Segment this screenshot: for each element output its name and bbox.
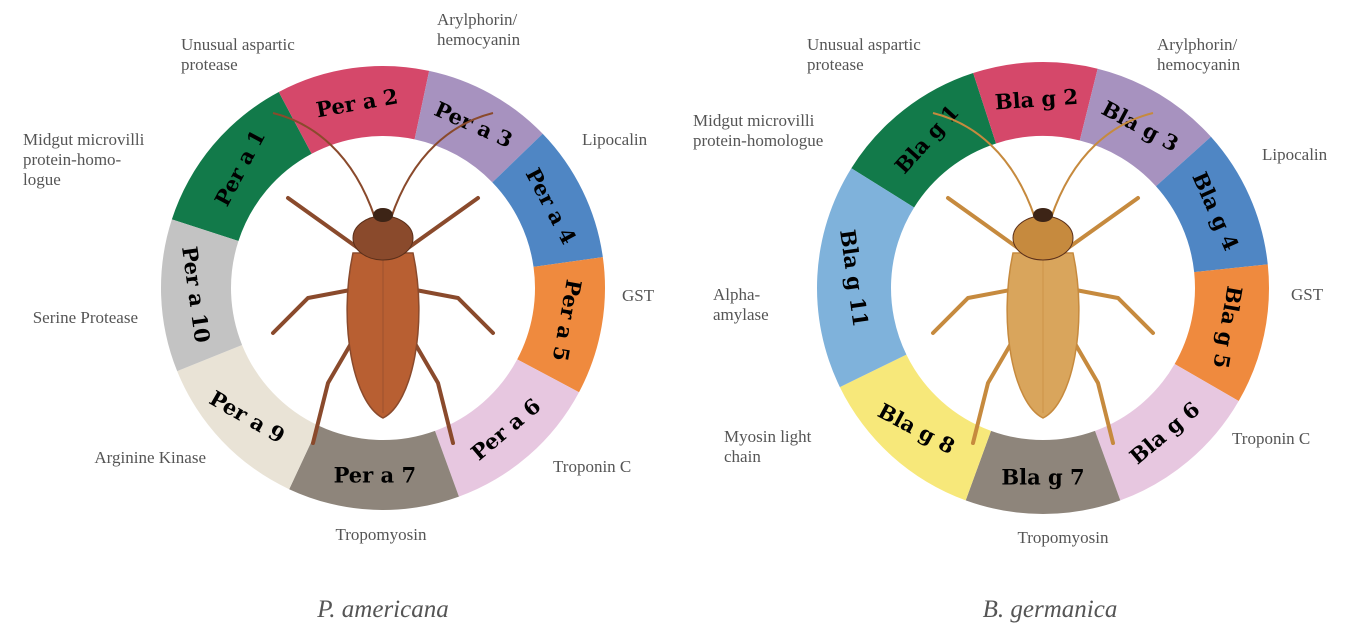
americana-protein-description: GST xyxy=(622,286,655,305)
germanica-protein-description-line: Midgut microvilli xyxy=(693,111,815,130)
germanica-protein-description-line: protease xyxy=(807,55,864,74)
americana-protein-description-line: Lipocalin xyxy=(582,130,648,149)
germanica-leg xyxy=(948,198,1025,253)
americana-protein-description-line: Midgut microvilli xyxy=(23,130,145,149)
americana-protein-description-line: hemocyanin xyxy=(437,30,521,49)
germanica-protein-description: Tropomyosin xyxy=(1017,528,1109,547)
germanica-protein-description-line: Troponin C xyxy=(1232,429,1310,448)
germanica-protein-description-line: Arylphorin/ xyxy=(1157,35,1238,54)
germanica-protein-description-line: Lipocalin xyxy=(1262,145,1328,164)
germanica-protein-description: Troponin C xyxy=(1232,429,1310,448)
americana-protein-description-line: Arylphorin/ xyxy=(437,10,518,29)
americana-leg xyxy=(288,198,365,253)
americana-segment-label: Per a 7 xyxy=(334,462,417,487)
germanica-protein-description: GST xyxy=(1291,285,1324,304)
germanica-protein-description-line: GST xyxy=(1291,285,1324,304)
americana-head xyxy=(373,208,393,222)
germanica-pronotum xyxy=(1013,216,1073,260)
americana-protein-description: Serine Protease xyxy=(33,308,138,327)
americana-protein-description: Lipocalin xyxy=(582,130,648,149)
americana-protein-description: Arginine Kinase xyxy=(94,448,206,467)
americana-protein-description-line: Troponin C xyxy=(553,457,631,476)
germanica-protein-description-line: Unusual aspartic xyxy=(807,35,921,54)
germanica-protein-description-line: Myosin light xyxy=(724,427,812,446)
germanica-protein-description: Arylphorin/hemocyanin xyxy=(1157,35,1241,74)
americana-protein-description-line: protease xyxy=(181,55,238,74)
germanica-segment-label: Bla g 7 xyxy=(1001,465,1084,490)
germanica-protein-description-line: protein-homologue xyxy=(693,131,823,150)
germanica-protein-description-line: hemocyanin xyxy=(1157,55,1241,74)
americana-protein-description-line: logue xyxy=(23,170,61,189)
americana-protein-description-line: Unusual aspartic xyxy=(181,35,295,54)
americana-protein-description-line: Tropomyosin xyxy=(335,525,427,544)
americana-protein-description-line: Arginine Kinase xyxy=(94,448,206,467)
americana-cockroach-illustration xyxy=(273,113,493,443)
americana-protein-description-line: protein-homo- xyxy=(23,150,122,169)
germanica-protein-description-line: amylase xyxy=(713,305,769,324)
germanica-leg xyxy=(1061,198,1138,253)
americana-protein-description: Arylphorin/hemocyanin xyxy=(437,10,521,49)
germanica-protein-description-line: chain xyxy=(724,447,761,466)
americana-protein-description-line: Serine Protease xyxy=(33,308,138,327)
americana-pronotum xyxy=(353,216,413,260)
germanica-cockroach-illustration xyxy=(933,113,1153,443)
species-title-americana: P. americana xyxy=(316,596,448,623)
germanica-protein-description: Alpha-amylase xyxy=(713,285,769,324)
germanica-protein-description: Lipocalin xyxy=(1262,145,1328,164)
americana-protein-description: Troponin C xyxy=(553,457,631,476)
germanica-protein-description-line: Tropomyosin xyxy=(1017,528,1109,547)
americana-protein-description-line: GST xyxy=(622,286,655,305)
americana-leg xyxy=(401,198,478,253)
americana-protein-description: Tropomyosin xyxy=(335,525,427,544)
germanica-protein-description-line: Alpha- xyxy=(713,285,761,304)
species-title-germanica: B. germanica xyxy=(983,596,1118,623)
germanica-head xyxy=(1033,208,1053,222)
